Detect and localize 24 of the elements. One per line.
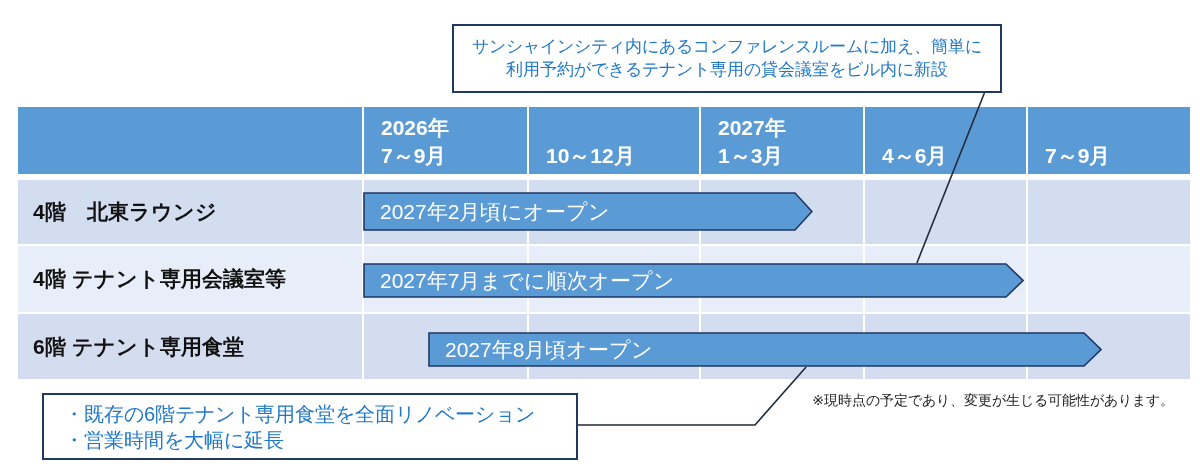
- timeline-bar: [428, 332, 1102, 367]
- callout-text: サンシャインシティ内にあるコンファレンスルームに加え、簡単に利用予約ができるテナント専用の貸会議室をビル内に新設: [471, 36, 983, 81]
- row-heading: 4階 北東ラウンジ: [33, 199, 217, 225]
- callout-text: ・既存の6階テナント専用食堂を全面リノベーション: [64, 401, 537, 427]
- timeline-bar: [363, 263, 1024, 298]
- period-heading: 7～9月: [381, 143, 447, 169]
- leader-line: [916, 92, 986, 264]
- period-heading: 7～9月: [1045, 143, 1111, 169]
- callout-box: [452, 24, 1002, 93]
- row-heading: 4階 テナント専用会議室等: [33, 266, 286, 292]
- bar-text: 2027年7月までに順次オープン: [380, 267, 676, 294]
- period-heading: 1～3月: [718, 143, 784, 169]
- bar-text: 2027年8月頃オープン: [445, 336, 654, 363]
- period-heading: 4～6月: [882, 143, 948, 169]
- year-heading: 2027年: [718, 115, 786, 141]
- leader-line: [577, 366, 807, 426]
- callout-text: ・営業時間を大幅に延長: [64, 427, 285, 453]
- bar-text: 2027年2月頃にオープン: [380, 198, 611, 225]
- timeline-bar: [363, 192, 813, 231]
- callout-box: [42, 393, 578, 460]
- footnote: ※現時点の予定であり、変更が生じる可能性があります。: [812, 391, 1174, 409]
- row-heading: 6階 テナント専用食堂: [33, 333, 244, 360]
- year-heading: 2026年: [381, 115, 449, 141]
- period-heading: 10～12月: [546, 143, 635, 169]
